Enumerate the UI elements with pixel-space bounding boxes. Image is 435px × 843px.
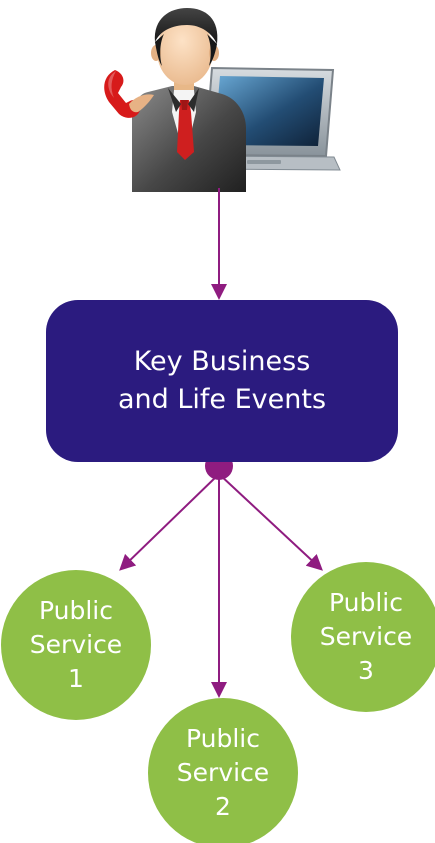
public-service-1-line-3: 1 <box>68 664 84 693</box>
public-service-1-line-1: Public <box>39 596 113 625</box>
key-business-life-events-box: Key Business and Life Events <box>46 300 398 462</box>
public-service-2-line-2: Service <box>176 758 270 787</box>
event-to-service-1-arrow <box>119 473 220 571</box>
event-box-line-1: Key Business <box>133 346 311 377</box>
public-service-3-line-1: Public <box>329 588 403 617</box>
public-service-2-line-3: 2 <box>215 792 231 821</box>
public-service-3-line-3: 3 <box>358 656 374 685</box>
public-service-2-node: Public Service 2 <box>148 698 298 843</box>
public-service-2-line-1: Public <box>186 724 260 753</box>
public-service-1-line-2: Service <box>29 630 123 659</box>
businessman-with-phone-and-laptop-icon <box>104 8 341 192</box>
public-service-3-line-2: Service <box>319 622 413 651</box>
event-box-line-2: and Life Events <box>117 384 327 415</box>
public-service-1-node: Public Service 1 <box>1 570 151 720</box>
public-service-3-node: Public Service 3 <box>291 562 435 712</box>
event-to-service-3-arrow <box>218 473 323 571</box>
